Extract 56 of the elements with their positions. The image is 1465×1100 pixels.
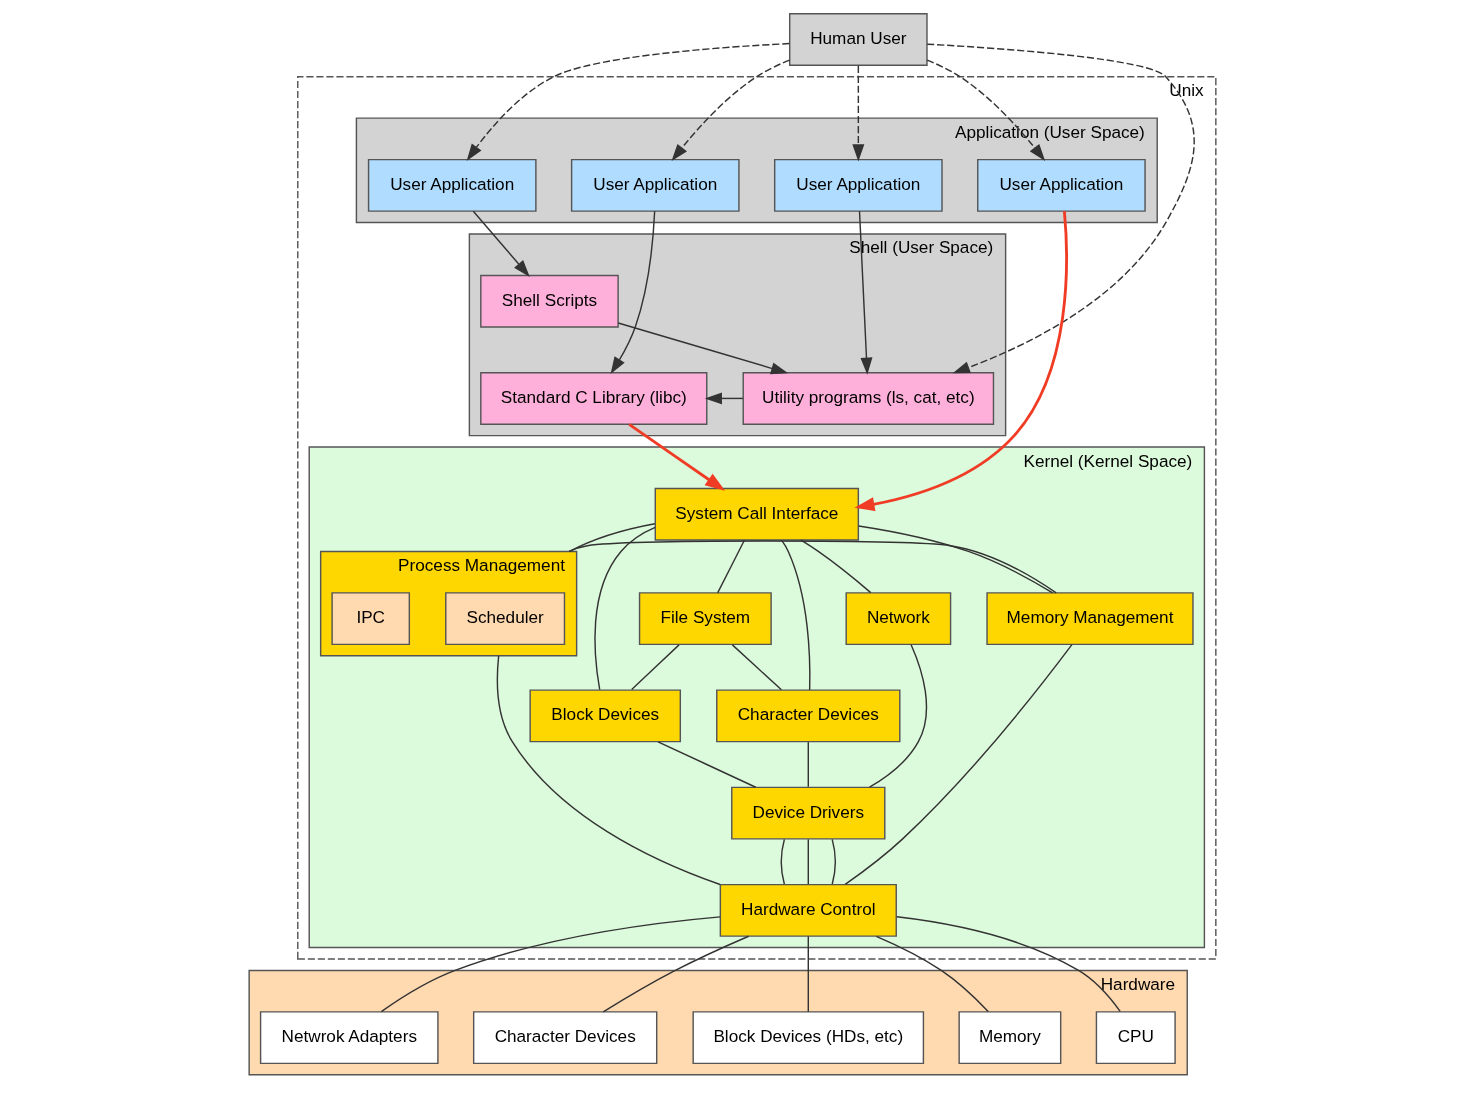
node-box: User Application xyxy=(367,158,537,212)
node-box: Netwrok Adapters xyxy=(259,1011,439,1065)
connector xyxy=(594,526,656,691)
node-box: Scheduler xyxy=(445,592,566,646)
connector xyxy=(380,916,721,1013)
node-box: User Application xyxy=(570,158,740,212)
arrow xyxy=(671,59,791,162)
arrow xyxy=(926,59,1046,162)
connector xyxy=(496,655,721,886)
connector xyxy=(857,525,1054,594)
connector xyxy=(780,838,786,885)
node-box: Device Drivers xyxy=(731,786,886,840)
node-box: Block Devices xyxy=(529,689,682,743)
arrow xyxy=(610,210,656,375)
arrow xyxy=(854,211,1068,512)
node-box: Character Devices xyxy=(472,1011,658,1065)
connector xyxy=(831,838,836,885)
connector xyxy=(631,644,680,691)
connector xyxy=(657,741,757,788)
node-box: Utility programs (ls, cat, etc) xyxy=(742,371,995,425)
node-box: Network xyxy=(845,592,952,646)
node-box: Human User xyxy=(789,13,928,66)
connector xyxy=(875,935,989,1013)
arrow xyxy=(617,322,789,375)
node-box: Hardware Control xyxy=(719,883,897,937)
node-box: User Application xyxy=(977,158,1146,212)
node-box: Memory Management xyxy=(986,592,1194,646)
connector xyxy=(602,935,750,1013)
arrow xyxy=(628,423,726,491)
node-box: System Call Interface xyxy=(654,487,860,541)
arrow xyxy=(926,43,1195,374)
connector xyxy=(807,935,809,1013)
node-box: Memory xyxy=(958,1011,1062,1065)
arrow xyxy=(858,210,873,375)
connector xyxy=(896,916,1121,1013)
connector xyxy=(844,643,1073,886)
node-box: Block Devices (HDs, etc) xyxy=(692,1011,925,1065)
connector xyxy=(868,643,928,788)
arrow xyxy=(466,42,790,161)
arrow xyxy=(704,392,744,405)
arrow xyxy=(472,210,530,277)
connector xyxy=(807,838,809,885)
node-box: CPU xyxy=(1095,1011,1176,1065)
connector xyxy=(780,539,811,691)
node-box: IPC xyxy=(331,592,411,646)
connector xyxy=(731,644,783,691)
connector xyxy=(800,539,872,594)
node-box: File System xyxy=(638,592,772,646)
node-box: Character Devices xyxy=(716,689,901,743)
node-box: Shell Scripts xyxy=(480,274,619,328)
arrow xyxy=(852,65,865,162)
node-box: User Application xyxy=(773,158,943,212)
connector xyxy=(807,741,809,788)
connector xyxy=(568,540,1057,594)
node-box: Standard C Library (libc) xyxy=(480,371,708,425)
connector xyxy=(716,539,746,594)
